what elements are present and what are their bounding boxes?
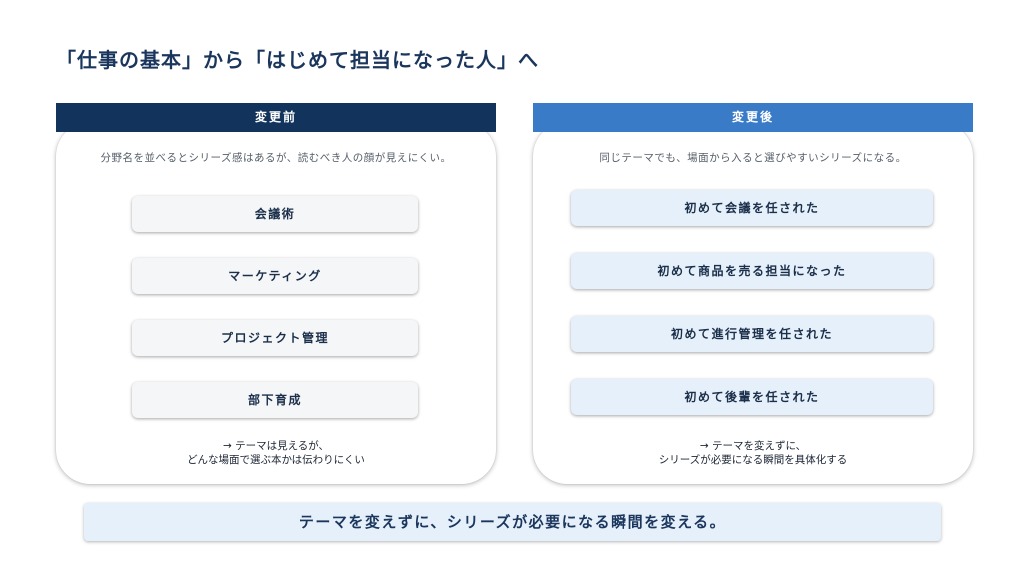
- after-item-junior: 初めて後輩を任された: [571, 379, 933, 415]
- after-footer: → テーマを変えずに、 シリーズが必要になる瞬間を具体化する: [533, 439, 973, 467]
- before-note: 分野名を並べるとシリーズ感はあるが、読むべき人の顔が見えにくい。: [100, 152, 452, 164]
- after-note: 同じテーマでも、場面から入ると選びやすいシリーズになる。: [599, 152, 907, 164]
- after-footer-line2: シリーズが必要になる瞬間を具体化する: [658, 454, 848, 466]
- after-item-meeting: 初めて会議を任された: [571, 190, 933, 226]
- before-item-meeting: 会議術: [132, 196, 418, 232]
- summary-banner: テーマを変えずに、シリーズが必要になる瞬間を変える。: [84, 503, 941, 541]
- before-footer-line1: → テーマは見えるが、: [222, 440, 330, 452]
- before-panel: 分野名を並べるとシリーズ感はあるが、読むべき人の顔が見えにくい。 会議術 マーケ…: [56, 122, 496, 484]
- before-header: 変更前: [56, 103, 496, 132]
- before-item-marketing: マーケティング: [132, 258, 418, 294]
- before-item-project: プロジェクト管理: [132, 320, 418, 356]
- after-footer-line1: → テーマを変えずに、: [699, 440, 807, 452]
- before-item-subordinate: 部下育成: [132, 382, 418, 418]
- after-header: 変更後: [533, 103, 973, 132]
- page-title: 「仕事の基本」から「はじめて担当になった人」へ: [56, 48, 539, 72]
- before-footer-line2: どんな場面で選ぶ本かは伝わりにくい: [187, 454, 365, 466]
- after-item-progress: 初めて進行管理を任された: [571, 316, 933, 352]
- after-panel: 同じテーマでも、場面から入ると選びやすいシリーズになる。 初めて会議を任された …: [533, 122, 973, 484]
- after-item-sales: 初めて商品を売る担当になった: [571, 253, 933, 289]
- before-footer: → テーマは見えるが、 どんな場面で選ぶ本かは伝わりにくい: [56, 439, 496, 467]
